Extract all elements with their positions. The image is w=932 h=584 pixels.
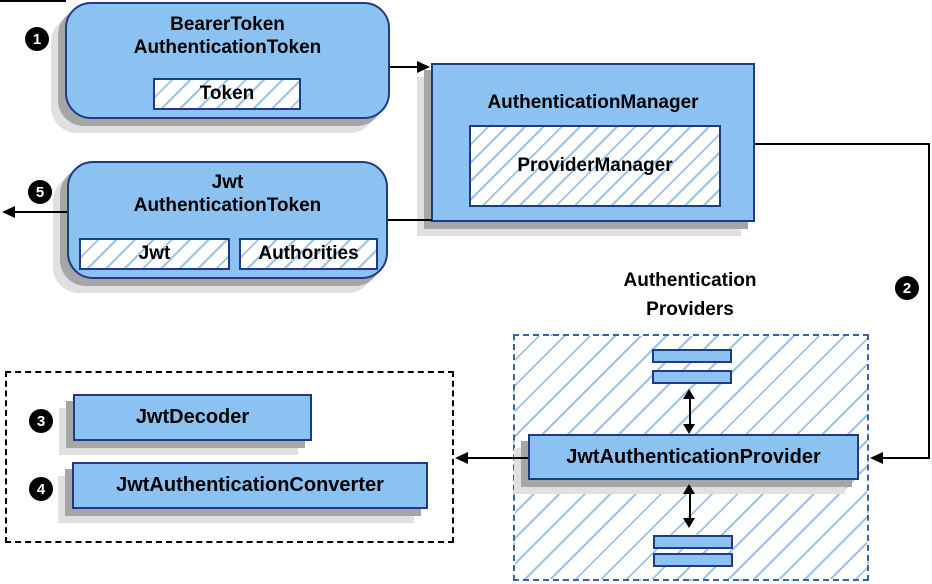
jwt-components-container <box>5 371 454 543</box>
step-1-number: 1 <box>32 30 42 48</box>
step-3-badge: 3 <box>29 409 53 433</box>
provider-list-arrow-top-up-icon <box>683 389 695 399</box>
provider-to-components-arrowhead-icon <box>455 452 468 464</box>
providers-label-line1: Authentication <box>623 270 757 291</box>
jwt-decoder-box: JwtDecoder <box>73 394 312 441</box>
bearer-token-title-line1: BearerToken <box>170 14 285 35</box>
step-2-badge: 2 <box>895 276 919 300</box>
step-5-badge: 5 <box>28 180 52 204</box>
authentication-manager-title: AuthenticationManager <box>487 92 699 113</box>
response-out-line <box>13 211 67 213</box>
provider-list-arrow-bottom-line <box>689 491 691 522</box>
provider-list-arrow-bottom-down-icon <box>683 518 695 528</box>
provider-placeholder-bar-top-1 <box>652 349 732 363</box>
manager-to-jwt-token-line <box>388 219 432 221</box>
provider-manager-field: ProviderManager <box>469 125 721 207</box>
providers-label-line2: Providers <box>646 299 734 320</box>
jwt-token-title-line1: Jwt <box>211 172 244 193</box>
jwt-authentication-converter-box: JwtAuthenticationConverter <box>72 462 428 509</box>
bearer-token-title-line2: AuthenticationToken <box>133 37 322 58</box>
authentication-manager-box: AuthenticationManager ProviderManager <box>431 63 755 222</box>
request-in-line <box>0 0 66 2</box>
bearer-to-manager-line <box>390 66 418 68</box>
jwt-authentication-provider-box: JwtAuthenticationProvider <box>528 434 859 480</box>
token-field: Token <box>153 78 301 110</box>
step-2-number: 2 <box>902 279 912 297</box>
jwt-field-label: Jwt <box>138 243 171 264</box>
provider-manager-label: ProviderManager <box>517 155 673 176</box>
jwt-authentication-provider-label: JwtAuthenticationProvider <box>566 445 821 468</box>
authorities-field-label: Authorities <box>258 243 359 264</box>
step-3-number: 3 <box>36 412 46 430</box>
provider-placeholder-bar-bottom-1 <box>653 535 733 549</box>
bearer-to-manager-arrowhead-icon <box>417 61 430 73</box>
provider-list-arrow-bottom-up-icon <box>683 484 695 494</box>
authentication-providers-label: Authentication Providers <box>590 266 790 324</box>
jwt-field: Jwt <box>79 238 230 270</box>
step-4-badge: 4 <box>29 477 53 501</box>
authorities-field: Authorities <box>239 238 378 270</box>
provider-list-arrow-top-down-icon <box>683 424 695 434</box>
step-4-number: 4 <box>36 480 46 498</box>
token-field-label: Token <box>199 83 255 104</box>
provider-placeholder-bar-bottom-2 <box>653 553 733 567</box>
jwt-decoder-label: JwtDecoder <box>135 406 250 428</box>
jwt-token-title-line2: AuthenticationToken <box>133 195 322 216</box>
jwt-authentication-converter-label: JwtAuthenticationConverter <box>116 474 384 496</box>
step-5-number: 5 <box>35 183 45 201</box>
provider-placeholder-bar-top-2 <box>652 370 732 384</box>
provider-to-components-line <box>468 457 528 459</box>
manager-to-provider-line-top <box>755 143 930 145</box>
step-1-badge: 1 <box>25 27 49 51</box>
jwt-authentication-token-box: Jwt AuthenticationToken Jwt Authorities <box>67 161 388 279</box>
manager-to-provider-line-right <box>928 143 930 459</box>
manager-to-provider-arrowhead-icon <box>870 452 883 464</box>
response-out-arrowhead-icon <box>2 206 15 218</box>
provider-list-arrow-top-line <box>689 396 691 428</box>
manager-to-provider-line-bottom <box>883 457 930 459</box>
bearer-token-authentication-token-box: BearerToken AuthenticationToken Token <box>65 2 390 119</box>
